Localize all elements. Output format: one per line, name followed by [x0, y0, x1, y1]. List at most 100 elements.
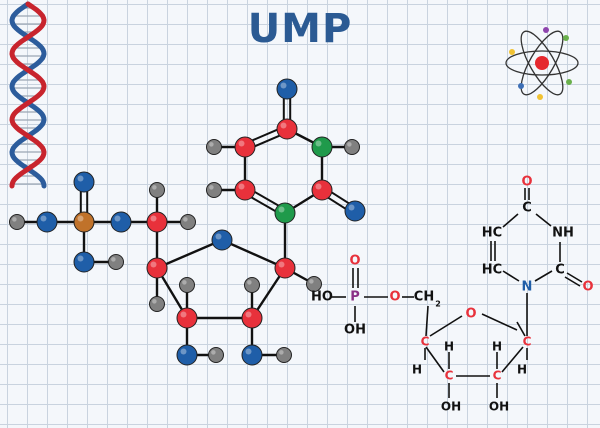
atom-highlight	[111, 257, 116, 262]
skeletal-bond	[502, 270, 520, 282]
formula-label-o-double-phosphate: O	[349, 254, 360, 269]
formula-label-c1: C	[523, 335, 532, 349]
atom-electron	[518, 83, 524, 89]
formula-label-h1: H	[517, 363, 527, 377]
bond	[156, 238, 223, 270]
hydrogen-atom	[108, 254, 124, 270]
nitrogen-atom	[311, 136, 333, 158]
skeletal-bond	[481, 313, 518, 331]
atom-highlight	[348, 204, 355, 211]
carbon-atom	[146, 211, 168, 233]
formula-label-c-ring-t: C	[522, 201, 532, 216]
oxygen-atom	[73, 251, 95, 273]
skeletal-bond	[429, 315, 463, 337]
formula-label-ch2: CH	[414, 290, 434, 305]
formula-label-ch2-sub: 2	[435, 300, 441, 309]
atom-highlight	[280, 122, 287, 129]
hydrogen-atom	[208, 347, 224, 363]
formula-label-c4: C	[421, 335, 430, 349]
dna-helix-icon	[9, 1, 47, 189]
hydrogen-atom	[306, 276, 322, 292]
atom-highlight	[77, 255, 84, 262]
hydrogen-atom	[344, 139, 360, 155]
atom-highlight	[209, 185, 214, 190]
hydrogen-atom	[9, 214, 25, 230]
formula-label-c3: C	[445, 369, 454, 383]
dna-strand-red	[9, 1, 47, 189]
atom-electron	[563, 35, 569, 41]
atom-highlight	[247, 280, 252, 285]
atom-highlight	[211, 350, 216, 355]
atom-electron	[543, 27, 549, 33]
atom-icon	[505, 27, 579, 100]
hydrogen-atom	[206, 182, 222, 198]
skeletal-bond	[425, 346, 445, 373]
atom-highlight	[245, 348, 252, 355]
formula-label-o-ring: O	[465, 307, 476, 322]
atom-highlight	[12, 217, 17, 222]
oxygen-atom	[241, 344, 263, 366]
atom-electron	[537, 94, 543, 100]
dna-strand-blue	[9, 1, 47, 189]
atom-highlight	[152, 299, 157, 304]
oxygen-atom	[73, 171, 95, 193]
skeletal-bond	[535, 213, 552, 227]
carbon-atom	[274, 257, 296, 279]
atom-electron	[566, 79, 572, 85]
formula-label-o-ring-t: O	[521, 175, 532, 190]
atom-highlight	[238, 140, 245, 147]
formula-label-o-ring-b: O	[582, 280, 593, 295]
hydrogen-atom	[244, 277, 260, 293]
bond	[221, 238, 286, 270]
oxygen-atom	[176, 344, 198, 366]
carbon-atom	[311, 179, 333, 201]
atom-highlight	[315, 140, 322, 147]
hydrogen-atom	[149, 182, 165, 198]
nitrogen-atom	[274, 202, 296, 224]
atom-highlight	[77, 215, 84, 222]
atom-highlight	[245, 311, 252, 318]
atom-orbit	[505, 50, 579, 76]
atom-highlight	[40, 215, 47, 222]
oxygen-atom	[36, 211, 58, 233]
atom-highlight	[152, 185, 157, 190]
atom-highlight	[150, 215, 157, 222]
atom-orbit	[520, 30, 564, 96]
formula-label-oh3: OH	[441, 400, 461, 414]
carbon-atom	[276, 118, 298, 140]
atom-electron	[509, 49, 515, 55]
skeletal-bond	[534, 270, 553, 282]
formula-label-h3: H	[444, 340, 454, 354]
oxygen-atom	[110, 211, 132, 233]
formula-label-h2: H	[492, 340, 502, 354]
formula-label-o-ester: O	[389, 290, 400, 305]
formula-label-hc-top: HC	[482, 226, 502, 241]
formula-label-nh: NH	[552, 226, 574, 241]
page-title: UMP	[247, 6, 353, 52]
atom-highlight	[183, 217, 188, 222]
formula-label-c-ring-b: C	[555, 263, 565, 278]
hydrogen-atom	[149, 296, 165, 312]
atom-highlight	[215, 233, 222, 240]
formula-label-oh-phosphate-left: HO	[311, 290, 333, 305]
atom-highlight	[280, 82, 287, 89]
hydrogen-atom	[180, 214, 196, 230]
carbon-atom	[146, 257, 168, 279]
skeletal-bond	[425, 305, 429, 337]
oxygen-atom	[344, 200, 366, 222]
hydrogen-atom	[276, 347, 292, 363]
hydrogen-atom	[179, 277, 195, 293]
formula-label-n1: N	[522, 280, 533, 295]
ball-stick-atoms	[9, 78, 366, 366]
atom-highlight	[150, 261, 157, 268]
atom-highlight	[315, 183, 322, 190]
atom-orbit	[520, 30, 564, 96]
skeletal-bond	[516, 321, 526, 337]
skeletal-bond	[564, 276, 581, 287]
atom-highlight	[180, 348, 187, 355]
atom-highlight	[309, 279, 314, 284]
formula-label-oh-phosphate-bottom: OH	[344, 323, 366, 338]
atom-highlight	[238, 183, 245, 190]
